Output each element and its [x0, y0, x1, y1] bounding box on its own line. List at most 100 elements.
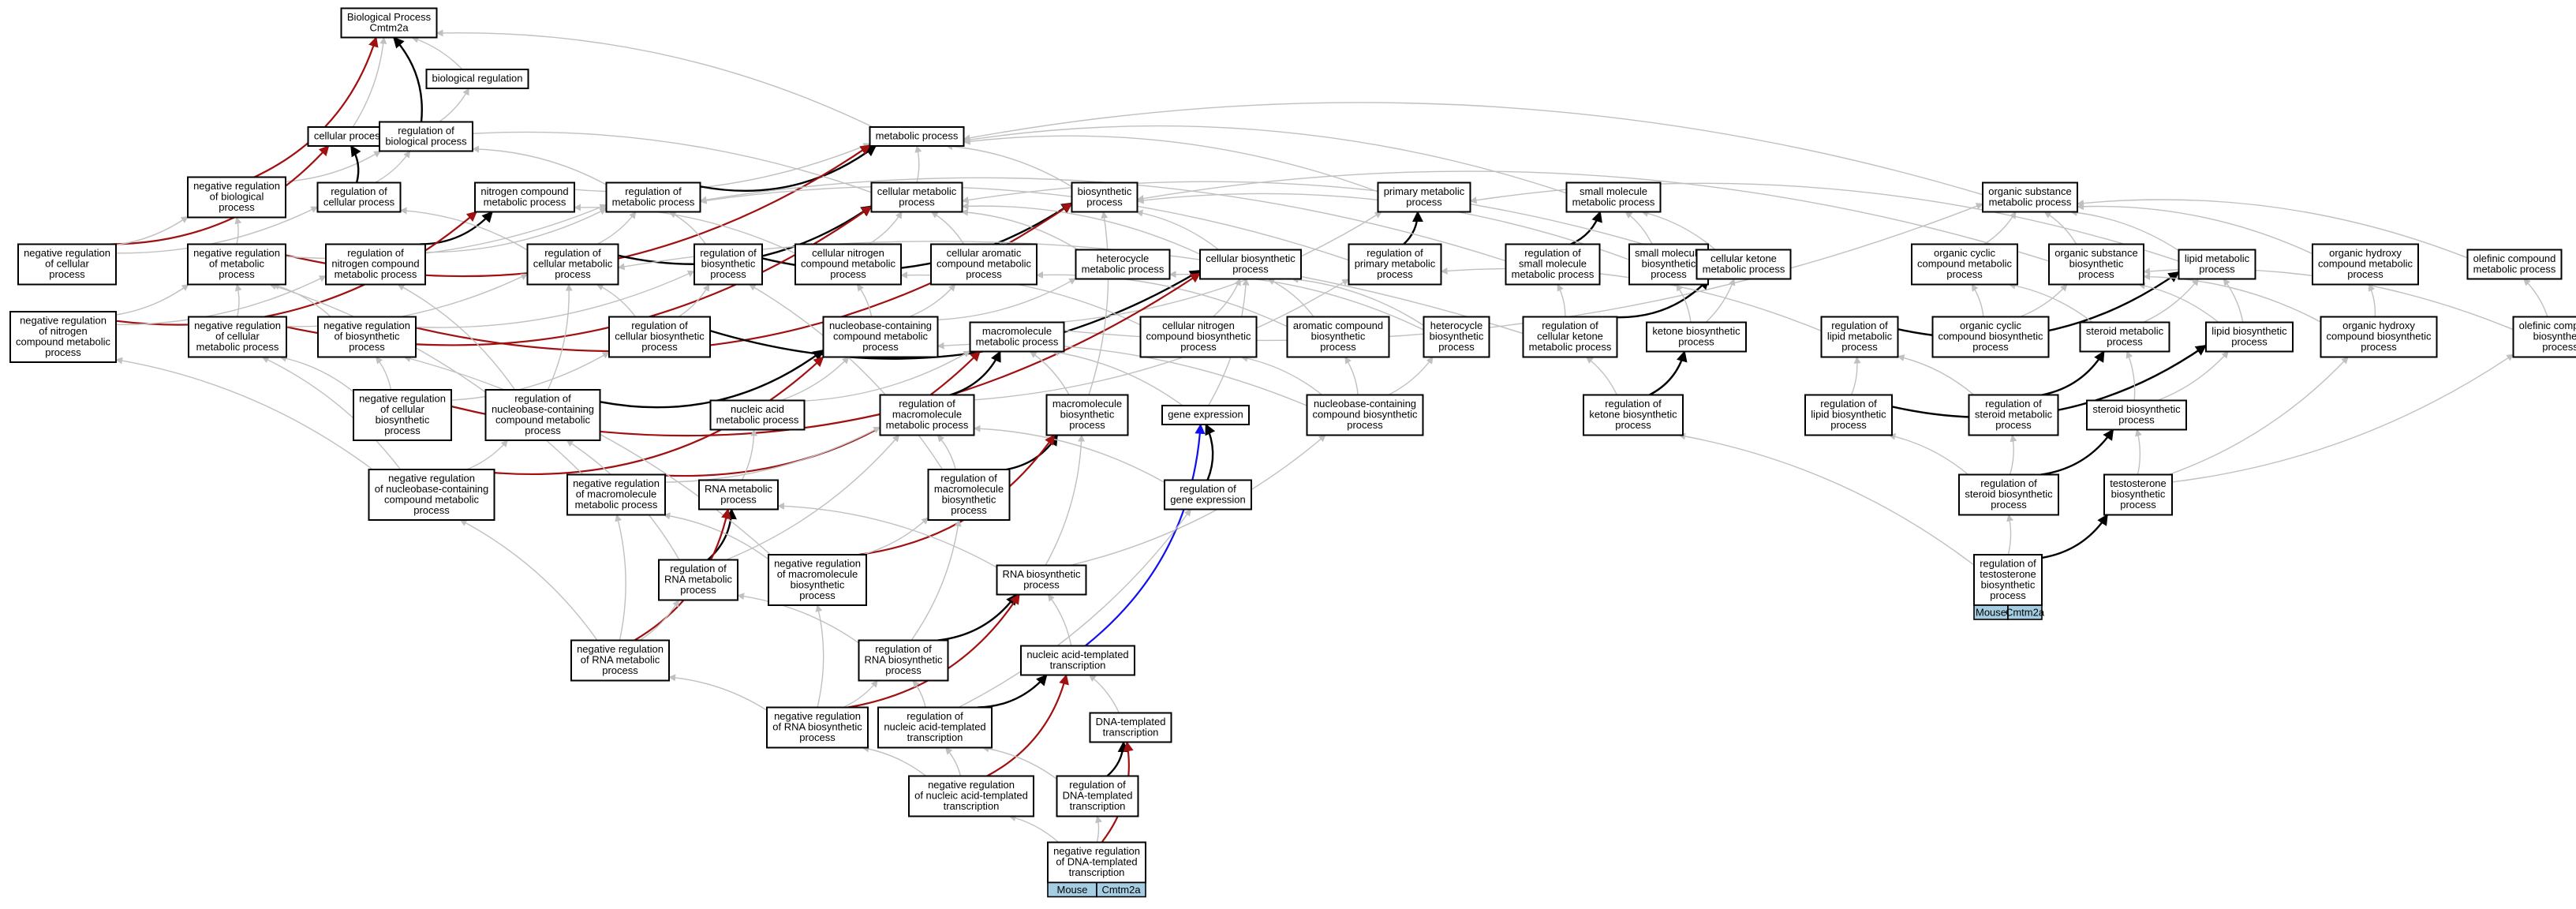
node-box — [1045, 394, 1129, 436]
node-label-line: regulation of — [625, 185, 682, 197]
node-label-line: biosynthetic — [701, 258, 756, 270]
node-label-line: transcription — [907, 731, 963, 743]
is-a-edge — [1088, 211, 1109, 395]
is-a-edge — [2171, 354, 2514, 483]
edges-layer — [111, 29, 2548, 844]
node-label-line: negative regulation — [774, 558, 861, 570]
node-box — [17, 243, 117, 286]
is-a-edge — [664, 426, 881, 483]
node-box — [187, 243, 286, 286]
regulates-edge — [1403, 211, 1423, 245]
node-box — [1071, 181, 1138, 213]
node-label-line: primary metabolic — [1355, 258, 1436, 270]
node-label-line: macromolecule — [934, 483, 1004, 495]
node-label-line: regulation of — [1542, 320, 1598, 331]
node-box — [2103, 473, 2173, 516]
is-a-edge — [862, 517, 929, 556]
is-a-edge — [271, 282, 331, 318]
go-term-node: gene expression — [1161, 405, 1250, 425]
node-label-line: process — [1972, 341, 2009, 353]
node-label-line: cellular aromatic — [947, 247, 1022, 259]
node-label-line: of nitrogen — [39, 325, 87, 337]
node-label-line: negative regulation — [573, 477, 660, 489]
is-a-edge — [2223, 278, 2244, 323]
is-a-edge — [963, 135, 1378, 193]
positively-regulates-edge — [1084, 423, 1206, 647]
is-a-edge — [415, 270, 695, 328]
node-label-line: cellular process — [323, 196, 395, 208]
node-box — [9, 311, 117, 363]
node-label-line: macromolecule — [892, 409, 962, 421]
node-label-line: process — [1678, 336, 1714, 348]
node-box — [2178, 249, 2256, 280]
node-box — [316, 181, 402, 213]
node-label-line: process — [1946, 268, 1983, 280]
node-label-line: negative regulation — [359, 393, 446, 405]
node-label-line: negative regulation — [193, 180, 280, 192]
is-a-edge — [1983, 211, 2017, 245]
node-label-line: metabolic process — [1989, 196, 2072, 208]
node-box — [877, 706, 993, 749]
node-label-line: steroid metabolic — [1975, 409, 2053, 421]
gene-label: Cmtm2a — [1101, 884, 1141, 896]
node-box — [1161, 405, 1250, 425]
node-box — [1628, 243, 1709, 286]
is-a-edge — [1897, 354, 1975, 396]
node-box — [879, 394, 975, 436]
node-label-line: biosynthetic — [1642, 258, 1696, 270]
node-label-line: process — [862, 341, 899, 353]
is-a-edge — [1135, 209, 1220, 251]
is-a-edge — [862, 745, 927, 777]
node-label-line: metabolic process — [876, 130, 959, 142]
node-label-line: of RNA metabolic — [581, 654, 660, 666]
node-label-line: nucleic acid-templated — [884, 721, 985, 733]
node-label-line: organic substance — [1988, 185, 2072, 197]
node-label-line: organic cyclic — [1960, 320, 2022, 331]
node-label-line: macromolecule — [982, 325, 1052, 337]
node-label-line: of DNA-templated — [1056, 856, 1137, 868]
node-label-line: process — [2542, 341, 2576, 353]
is-a-edge — [459, 519, 598, 641]
is-a-edge — [424, 208, 608, 253]
is-a-edge — [2043, 211, 2077, 245]
node-label-line: process — [219, 201, 255, 213]
is-a-edge — [945, 143, 1072, 188]
regulates-edge — [2041, 514, 2109, 559]
node-label-line: metabolic process — [716, 414, 799, 426]
node-label-line: of macromolecule — [576, 488, 657, 500]
is-a-edge — [973, 425, 1165, 484]
node-label-line: process — [2120, 499, 2156, 511]
node-box — [2086, 399, 2187, 431]
node-label-line: metabolic process — [612, 196, 695, 208]
node-label-line: process — [1232, 264, 1269, 275]
node-label-line: cellular nitrogen — [812, 247, 884, 259]
node-label-line: aromatic compound — [1293, 320, 1383, 331]
is-a-edge — [737, 593, 859, 644]
node-box — [1968, 394, 2059, 436]
node-label-line: process — [1438, 341, 1475, 353]
node-label-line: process — [1615, 419, 1651, 431]
node-label-line: process — [2347, 268, 2383, 280]
node-label-line: nucleic acid-templated — [1026, 649, 1128, 660]
node-label-line: biosynthetic — [1311, 331, 1366, 342]
node-label-line: small molecule — [1519, 258, 1587, 270]
node-label-line: cellular biosynthetic — [1206, 252, 1295, 264]
node-label-line: metabolic process — [976, 336, 1059, 348]
node-label-line: regulation of — [1980, 558, 2036, 570]
node-box — [1199, 249, 1302, 280]
negatively-regulates-edge — [111, 145, 330, 245]
